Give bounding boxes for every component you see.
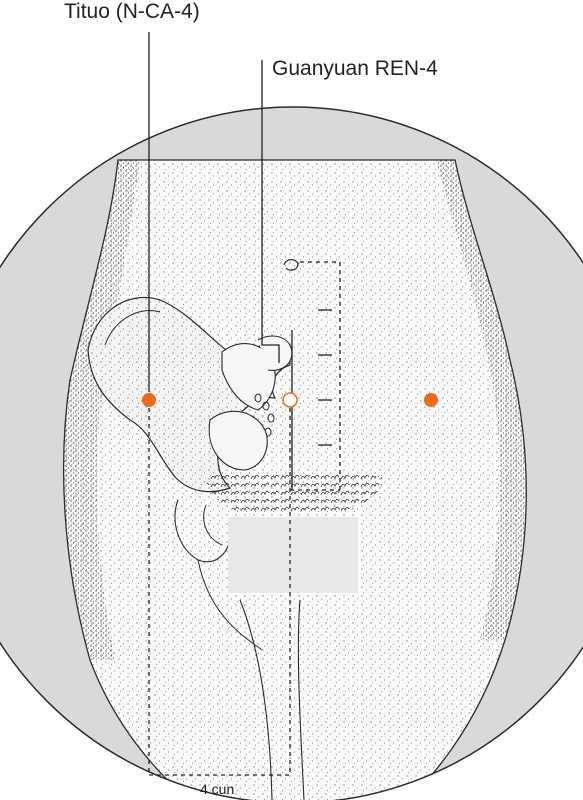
tituo-left-point <box>142 393 156 407</box>
guanyuan-leader-line <box>261 60 280 363</box>
tituo-label: Tituo (N-CA-4) <box>64 0 200 23</box>
pubic-region <box>205 472 385 515</box>
guanyuan-point <box>282 392 298 408</box>
distance-label: 4 cun <box>200 781 235 797</box>
distance-bracket <box>148 400 291 776</box>
cun-scale <box>290 261 341 491</box>
frame-circle <box>0 106 583 800</box>
tituo-right-point <box>424 393 438 407</box>
guanyuan-label: Guanyuan REN-4 <box>272 57 438 80</box>
navel <box>283 259 299 271</box>
censor-block <box>228 517 358 593</box>
